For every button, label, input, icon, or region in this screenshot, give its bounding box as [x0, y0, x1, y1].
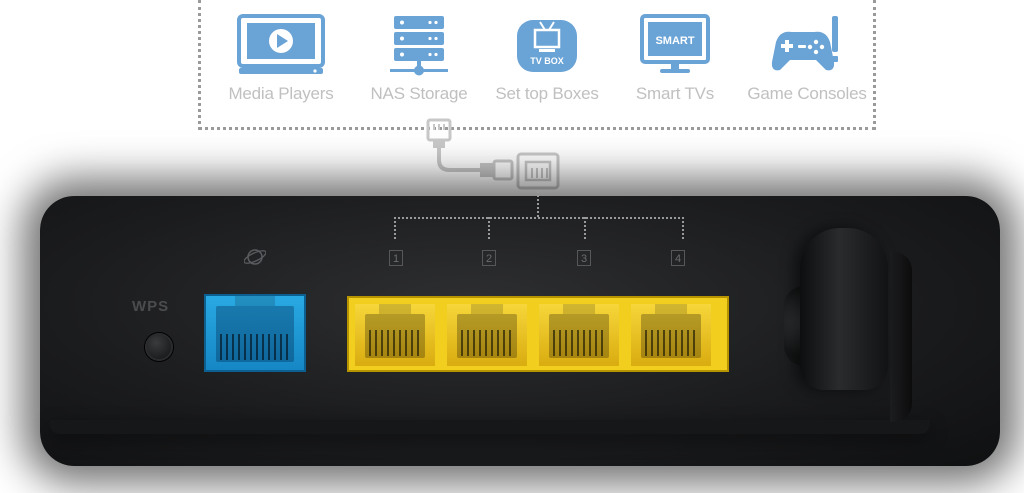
device-label: NAS Storage [370, 84, 468, 103]
lan-port-label-1: 1 [389, 250, 403, 266]
wps-label: WPS [132, 298, 170, 315]
tv-box-badge: TV BOX [530, 56, 564, 66]
wan-port [204, 294, 306, 372]
media-player-icon [237, 14, 325, 74]
ethernet-cable-icon [426, 118, 560, 190]
device-label: Smart TVs [635, 84, 715, 103]
smart-badge: SMART [655, 35, 694, 47]
lan-port-label-3: 3 [577, 250, 591, 266]
lan-bracket-drop [488, 217, 490, 239]
device-game-consoles: Game Consoles [742, 14, 872, 104]
lan-port-4 [631, 304, 711, 366]
lan-port-2 [447, 304, 527, 366]
device-media-players: Media Players [216, 14, 346, 104]
nas-storage-icon [390, 16, 448, 76]
internet-globe-icon [244, 249, 266, 265]
wps-button[interactable] [145, 333, 173, 361]
lan-port-3 [539, 304, 619, 366]
lan-port-label-4: 4 [671, 250, 685, 266]
lan-bracket-drop [584, 217, 586, 239]
device-label: Set top Boxes [495, 84, 599, 103]
set-top-box-icon: TV BOX [517, 20, 577, 72]
device-smart-tvs: SMART Smart TVs [610, 14, 740, 104]
device-nas-storage: NAS Storage [354, 14, 484, 104]
lan-port-label-2: 2 [482, 250, 496, 266]
game-console-icon [771, 16, 838, 71]
router-base-lip [50, 420, 930, 434]
supported-devices-panel [198, 0, 876, 130]
lan-ports-bracket [394, 217, 684, 239]
router-side-edge [890, 252, 912, 422]
device-set-top-boxes: TV BOX Set top Boxes [482, 14, 612, 104]
lan-bracket-stem [537, 191, 539, 217]
device-label: Game Consoles [747, 84, 867, 103]
lan-port-1 [355, 304, 435, 366]
antenna [800, 228, 888, 390]
smart-tv-icon: SMART [640, 14, 710, 73]
lan-ports-block [347, 296, 729, 372]
device-label: Media Players [228, 84, 334, 103]
